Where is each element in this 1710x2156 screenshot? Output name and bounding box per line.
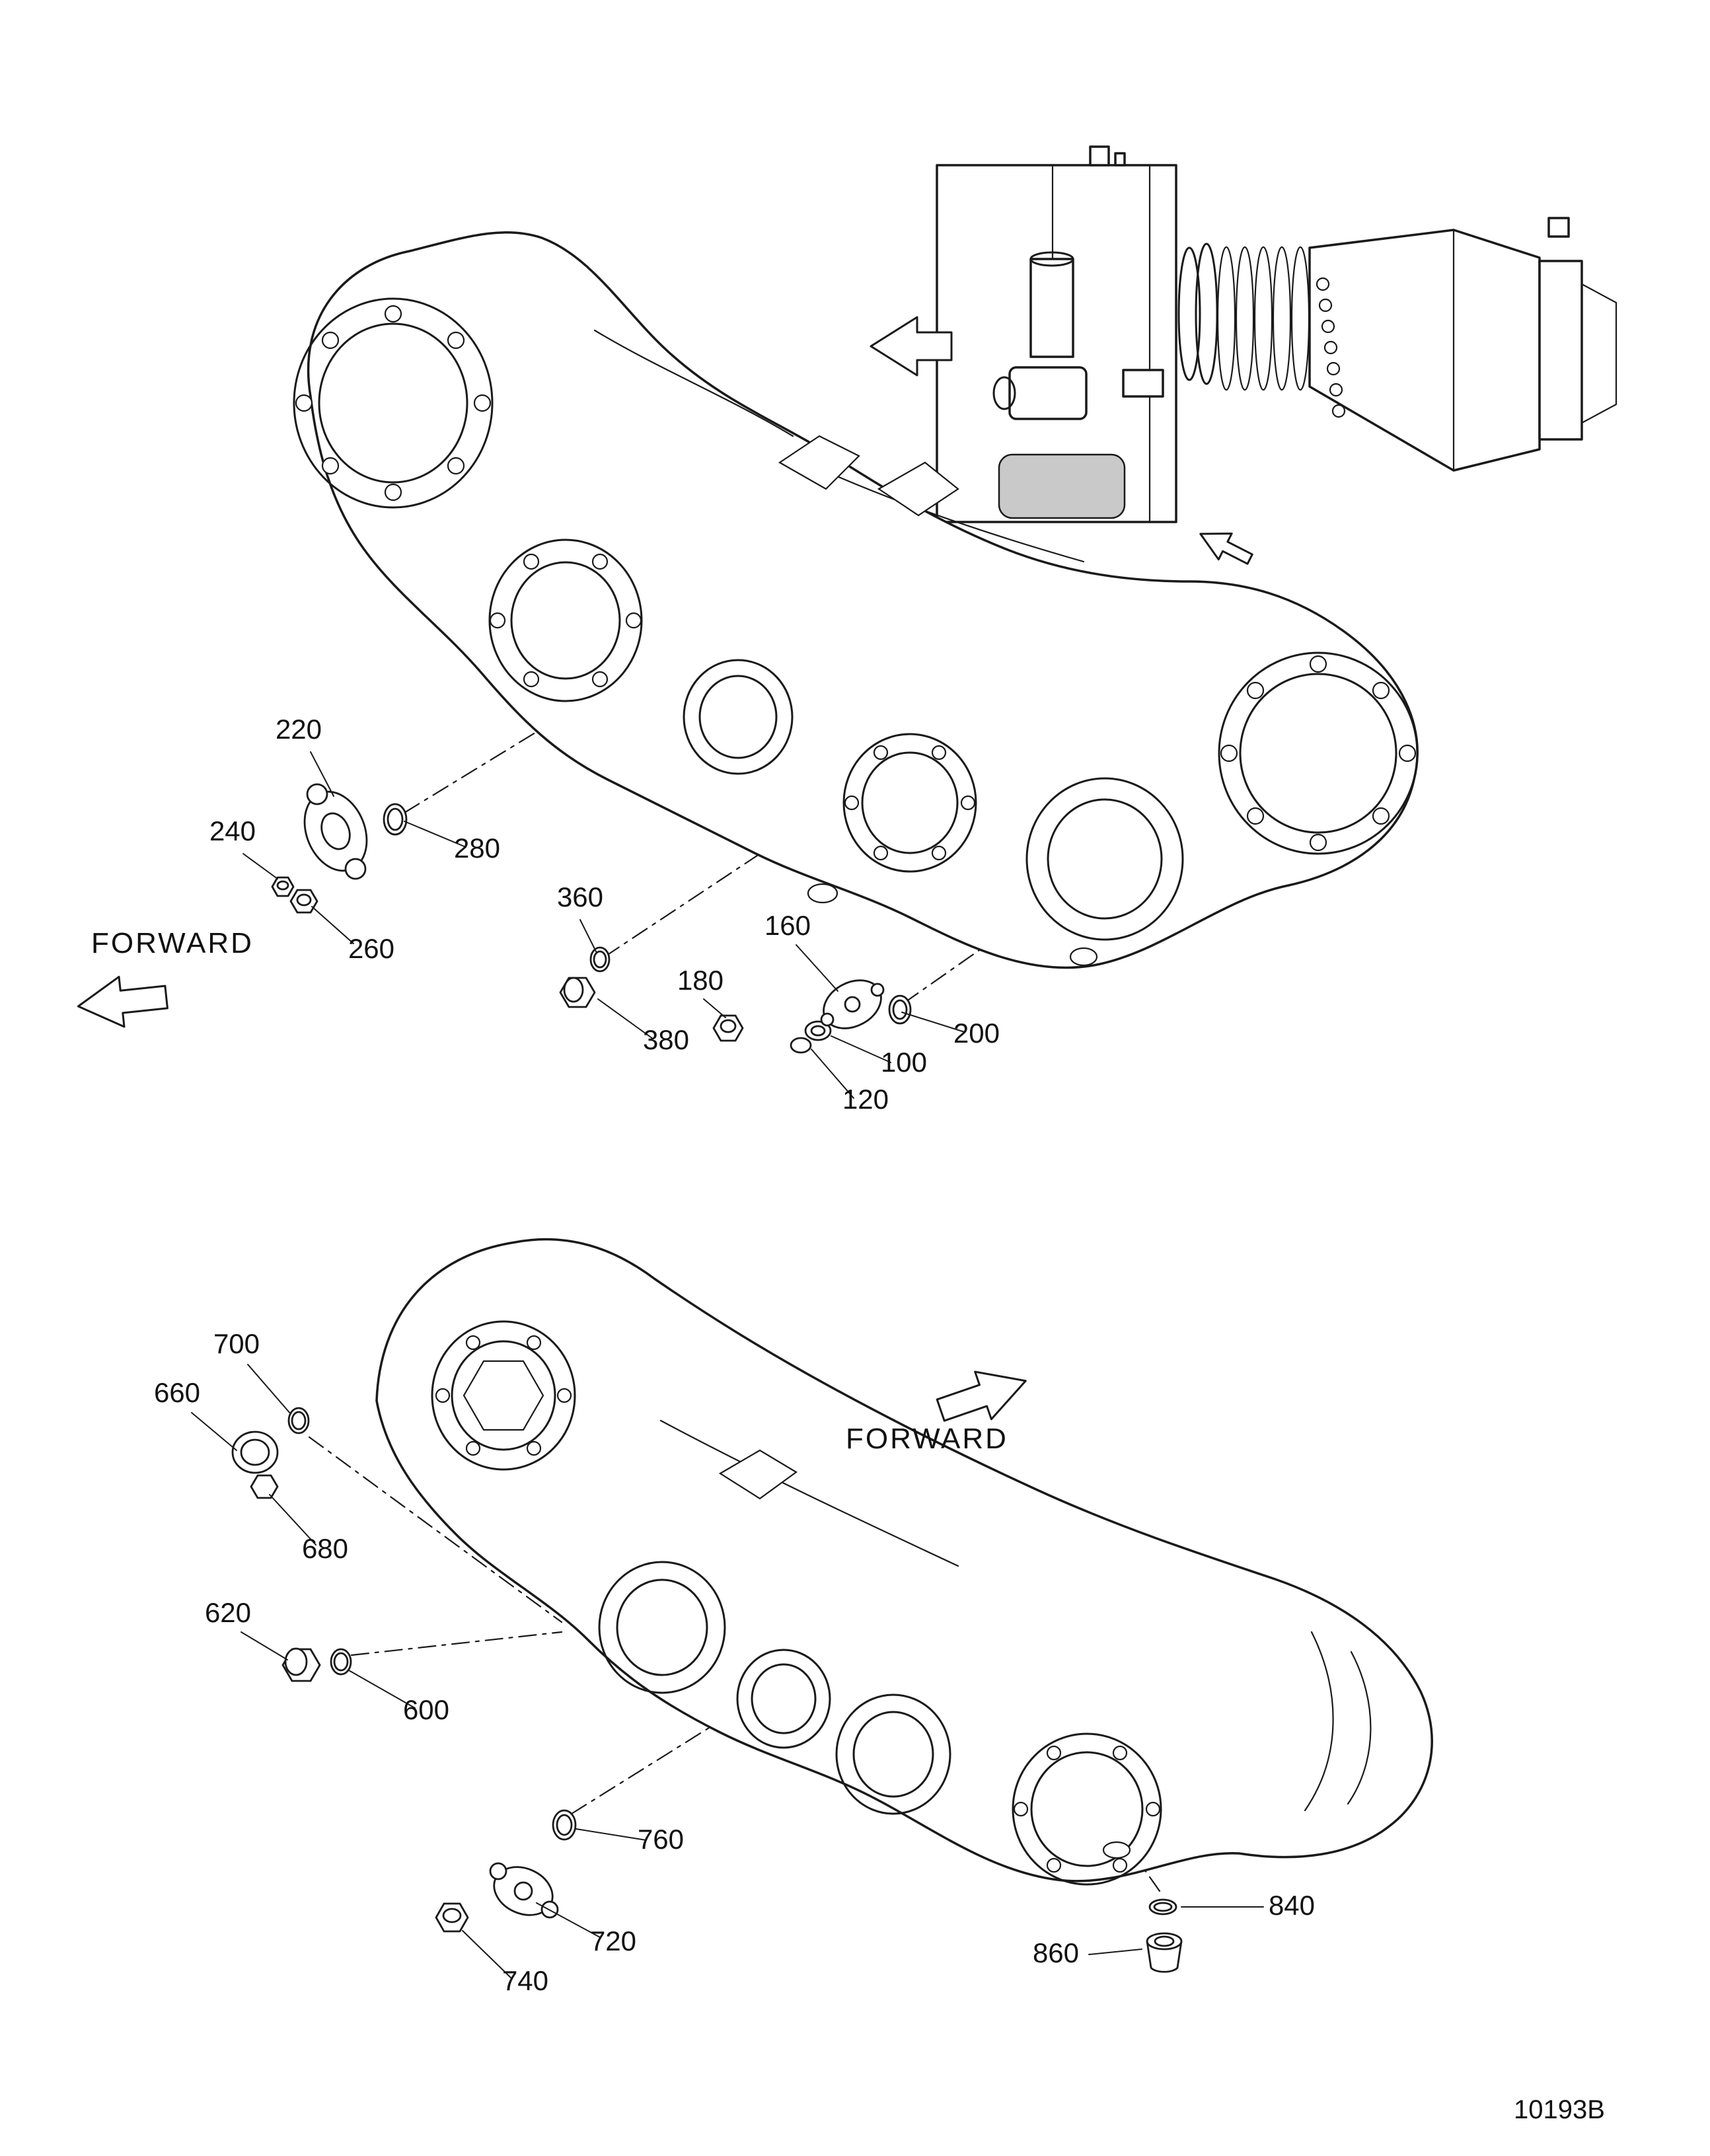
part-plug-620 — [281, 1647, 321, 1682]
upper-leader-lines — [242, 751, 965, 1099]
upper-crankcase-view — [293, 231, 1419, 969]
upper-callout-labels: 220 240 260 280 360 380 180 160 100 120 … — [209, 714, 1000, 1115]
callout-760-label: 760 — [638, 1824, 684, 1855]
forward-indicator-upper: FORWARD — [77, 927, 254, 1028]
lower-leader-lines — [191, 1364, 1264, 1980]
callout-700-label: 700 — [213, 1328, 260, 1359]
lower-crankcase-view — [375, 1238, 1433, 1886]
callout-260-label: 260 — [348, 933, 394, 964]
callout-220-label: 220 — [276, 714, 322, 745]
part-oring-600 — [330, 1648, 352, 1676]
part-oring-360 — [589, 946, 611, 973]
forward-label-lower: FORWARD — [846, 1423, 1008, 1455]
part-nut-180 — [712, 1014, 744, 1042]
upper-flange-6 — [1218, 651, 1419, 855]
lower-flange-3 — [736, 1649, 831, 1749]
part-nut-260 — [289, 889, 318, 914]
upper-flange-5 — [1025, 777, 1184, 941]
upper-flange-2 — [488, 539, 643, 702]
upper-flange-3 — [683, 659, 794, 775]
callout-840-label: 840 — [1269, 1890, 1315, 1921]
forward-indicator-lower: FORWARD — [846, 1370, 1027, 1455]
lower-detached-parts — [231, 1407, 1183, 1973]
part-nut-740 — [435, 1902, 469, 1933]
part-plug-380 — [559, 977, 596, 1008]
callout-860-label: 860 — [1033, 1937, 1079, 1968]
part-oring-760 — [552, 1809, 577, 1841]
inset-pointer-arrow-icon — [870, 316, 953, 377]
part-cover-plate-720 — [489, 1862, 559, 1919]
lower-crankcase-outline — [375, 1238, 1433, 1882]
callout-600-label: 600 — [403, 1694, 449, 1725]
lower-surface-details — [659, 1419, 1372, 1859]
callout-280-label: 280 — [454, 833, 500, 864]
figure-number: 10193B — [1514, 2095, 1605, 2124]
part-plug-assembly-660 — [231, 1431, 279, 1499]
forward-arrow-lower-icon — [936, 1370, 1027, 1422]
small-fitting — [1114, 152, 1126, 167]
callout-180-label: 180 — [677, 965, 724, 996]
coupling-flange — [1177, 242, 1218, 385]
callout-720-label: 720 — [590, 1925, 636, 1956]
callout-100-label: 100 — [881, 1047, 927, 1078]
power-section — [1308, 229, 1541, 472]
inset-callout-arrow-icon — [1199, 532, 1253, 565]
forward-label-upper: FORWARD — [91, 927, 254, 959]
breather-fitting — [1089, 145, 1110, 167]
lower-flange-2 — [598, 1561, 726, 1694]
callout-380-label: 380 — [643, 1024, 689, 1055]
part-oring-840 — [1148, 1898, 1177, 1915]
accessory-pump-body — [992, 366, 1164, 420]
part-oring-280 — [383, 803, 408, 836]
part-oring-200 — [888, 994, 912, 1025]
upper-surface-details — [593, 329, 1098, 967]
lower-flange-1 — [431, 1320, 576, 1471]
callout-360-label: 360 — [557, 881, 603, 912]
callout-680-label: 680 — [302, 1533, 348, 1564]
part-oring-700 — [287, 1407, 310, 1434]
part-cover-plate-220 — [303, 783, 368, 880]
pump-cylinder — [1029, 251, 1074, 358]
engine-location-inset — [870, 145, 1617, 565]
part-washer-120 — [790, 1037, 812, 1054]
part-nut-240 — [271, 876, 295, 897]
callout-120-label: 120 — [842, 1084, 889, 1115]
lower-callout-labels: 700 660 680 620 600 760 720 740 840 860 — [154, 1328, 1315, 1996]
upper-detached-parts — [271, 783, 912, 1054]
bellows-section — [1216, 246, 1310, 391]
callout-160-label: 160 — [764, 910, 811, 941]
part-plug-100 — [804, 1020, 832, 1041]
callout-740-label: 740 — [502, 1965, 548, 1996]
upper-flange-4 — [842, 733, 977, 873]
callout-620-label: 620 — [205, 1597, 251, 1628]
exhaust-section — [1538, 217, 1617, 441]
callout-660-label: 660 — [154, 1377, 200, 1408]
callout-240-label: 240 — [209, 815, 256, 846]
part-plug-860 — [1146, 1932, 1183, 1973]
part-cover-plate-160 — [820, 979, 885, 1029]
highlighted-area — [998, 453, 1126, 519]
lower-flange-4 — [835, 1693, 951, 1815]
upper-flange-1 — [293, 297, 494, 509]
callout-200-label: 200 — [953, 1018, 1000, 1049]
forward-arrow-upper-icon — [77, 975, 168, 1028]
lower-flange-5 — [1012, 1732, 1162, 1886]
